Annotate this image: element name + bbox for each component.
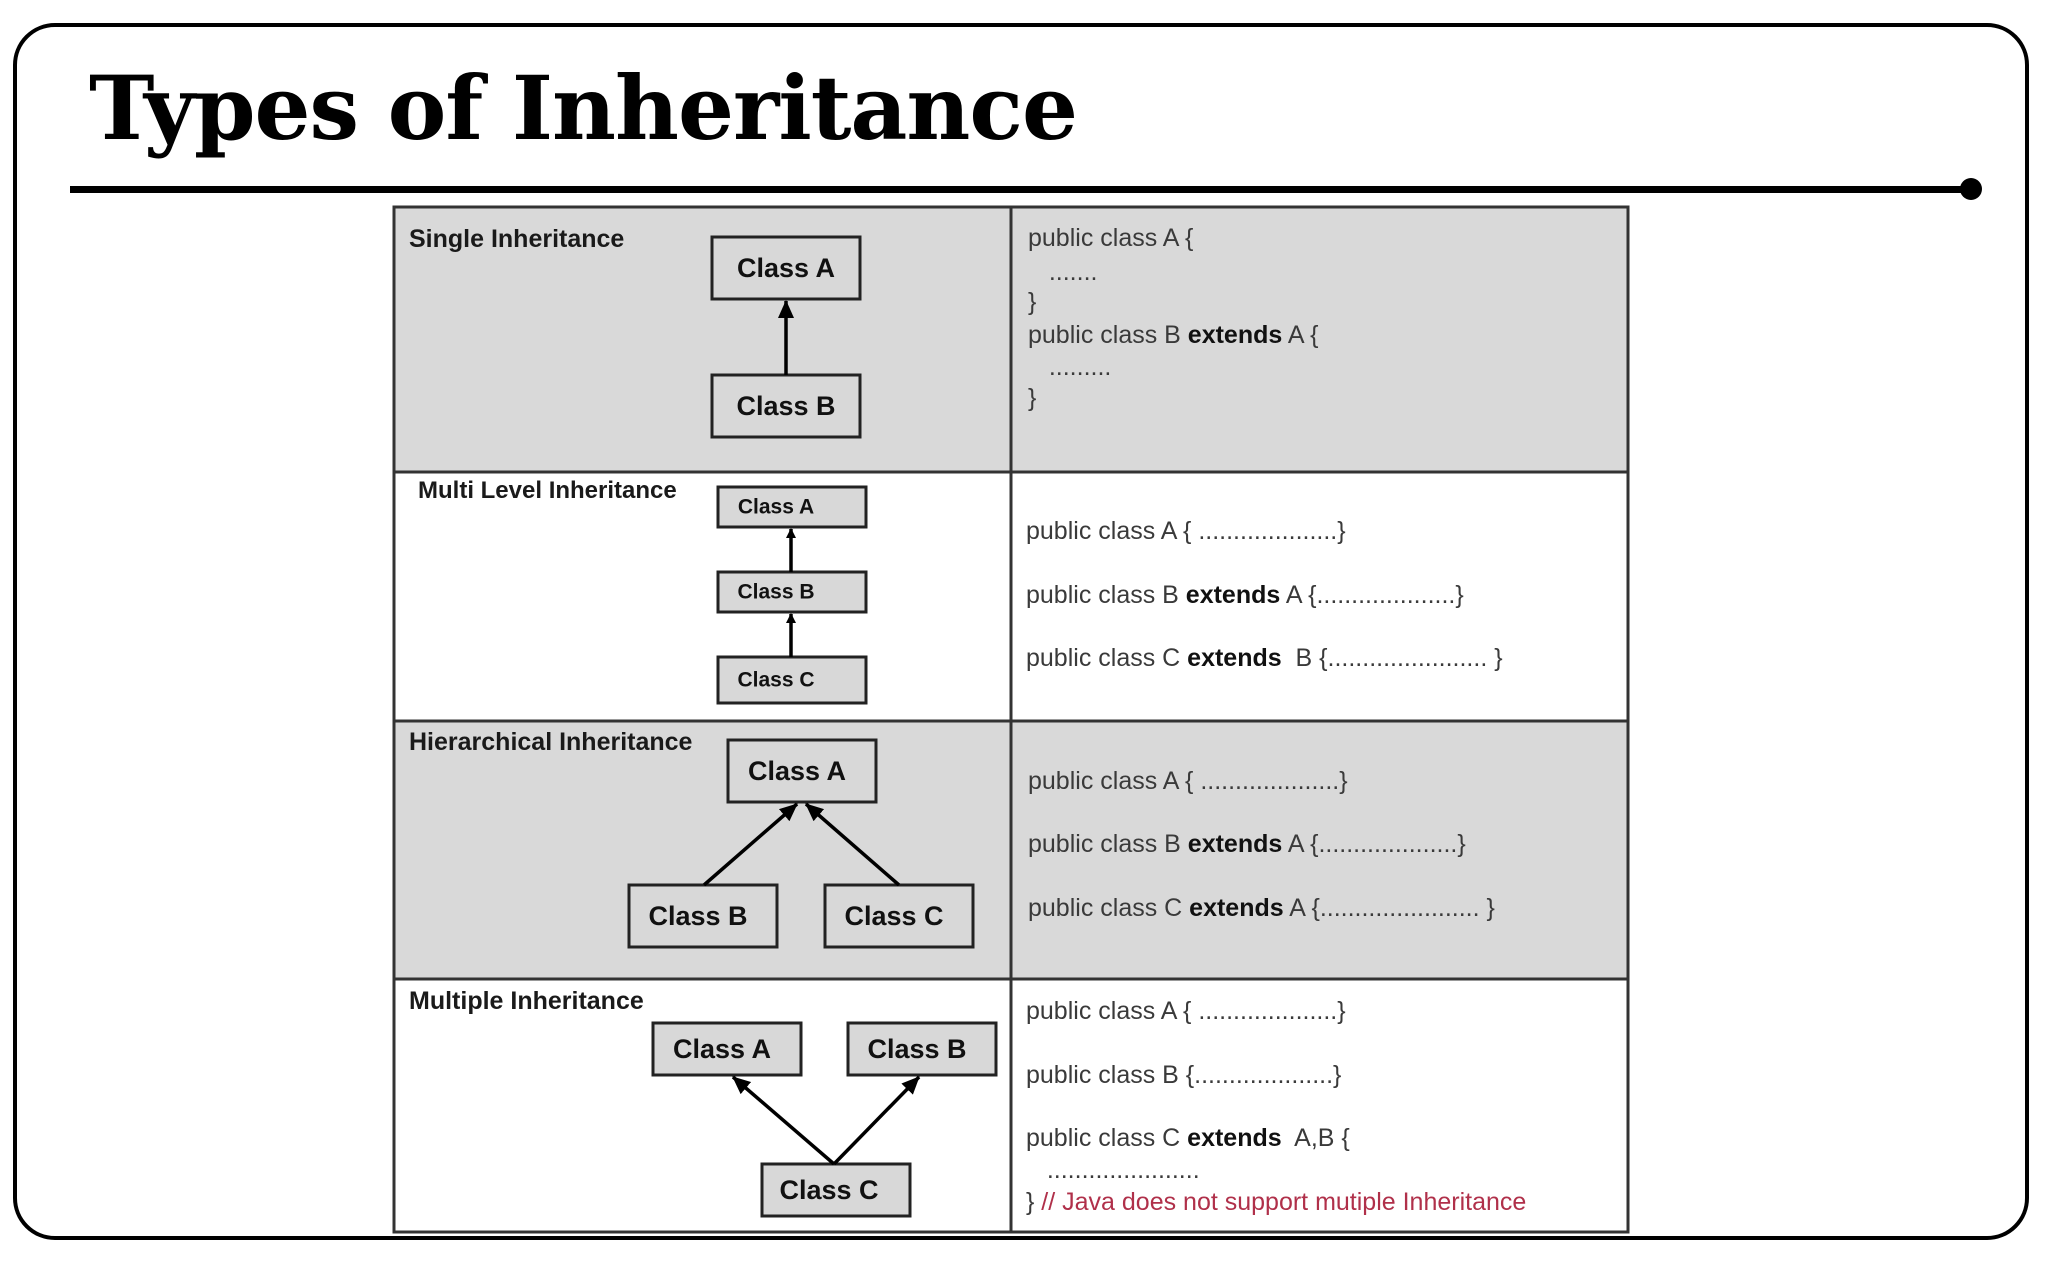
code-line: public class C extends A,B { xyxy=(1026,1124,1350,1152)
code-line: ....... xyxy=(1028,258,1097,286)
multilevel-class-c-box xyxy=(716,655,868,705)
multiple-class-c-box xyxy=(760,1162,912,1218)
multilevel-class-c-label: Class C xyxy=(737,669,814,692)
single-code-block: public class A { ....... } public class … xyxy=(1028,224,1318,412)
page-title: Types of Inheritance xyxy=(89,56,1078,160)
code-line: } xyxy=(1028,384,1036,412)
multiple-class-a-label: Class A xyxy=(673,1034,771,1064)
single-class-b-label: Class B xyxy=(736,391,835,421)
hierarchical-arrow-c-to-a xyxy=(804,802,901,887)
hierarchical-code-block: public class A { ....................} p… xyxy=(1028,767,1495,922)
title-underline xyxy=(70,186,1972,193)
code-line: ...................... xyxy=(1026,1156,1200,1184)
code-line: } xyxy=(1028,288,1036,316)
single-class-a-label: Class A xyxy=(737,253,835,283)
hierarchical-arrow-b-to-a xyxy=(702,802,799,887)
multilevel-code-block: public class A { ....................} p… xyxy=(1026,517,1503,672)
hierarchical-class-b-label: Class B xyxy=(648,901,747,931)
multiple-inheritance-label: Multiple Inheritance xyxy=(409,987,644,1015)
multiple-class-a-box xyxy=(651,1021,803,1077)
hierarchical-class-b-box xyxy=(627,883,779,949)
multilevel-class-b-label: Class B xyxy=(737,581,814,604)
code-line: public class A { xyxy=(1028,224,1193,252)
hierarchical-class-c-box xyxy=(823,883,975,949)
code-line: public class B extends A {..............… xyxy=(1028,830,1466,858)
multilevel-class-a-label: Class A xyxy=(738,496,814,519)
single-inheritance-label: Single Inheritance xyxy=(409,225,624,253)
multiple-class-b-label: Class B xyxy=(867,1034,966,1064)
multiple-arrow-c-to-a xyxy=(731,1075,836,1166)
java-limitation-note: // Java does not support mutiple Inherit… xyxy=(1041,1188,1526,1216)
single-class-a-box xyxy=(710,235,862,301)
code-line: public class A { ....................} xyxy=(1026,517,1346,545)
hierarchical-class-c-label: Class C xyxy=(844,901,943,931)
code-line: public class B {....................} xyxy=(1026,1061,1341,1089)
code-line: public class A { ....................} xyxy=(1026,997,1346,1025)
hierarchical-inheritance-label: Hierarchical Inheritance xyxy=(409,728,693,756)
hierarchical-class-a-label: Class A xyxy=(748,756,846,786)
underline-end-dot xyxy=(1960,178,1982,200)
multiple-class-b-box xyxy=(846,1021,998,1077)
multilevel-inheritance-label: Multi Level Inheritance xyxy=(418,477,677,504)
code-line-closing: } // Java does not support mutiple Inher… xyxy=(1026,1188,1526,1216)
multilevel-class-a-box xyxy=(716,485,868,529)
code-line: public class B extends A { xyxy=(1028,321,1318,349)
multiple-code-block: public class A { ....................} p… xyxy=(1026,997,1526,1216)
hierarchical-class-a-box xyxy=(726,738,878,804)
code-line: ......... xyxy=(1028,353,1111,381)
multiple-class-c-label: Class C xyxy=(779,1175,878,1205)
code-line: public class C extends B {..............… xyxy=(1026,644,1503,672)
code-line: public class A { ....................} xyxy=(1028,767,1348,795)
code-line: public class C extends A {..............… xyxy=(1028,894,1495,922)
code-line: public class B extends A {..............… xyxy=(1026,581,1464,609)
multiple-arrow-c-to-b xyxy=(832,1075,921,1166)
